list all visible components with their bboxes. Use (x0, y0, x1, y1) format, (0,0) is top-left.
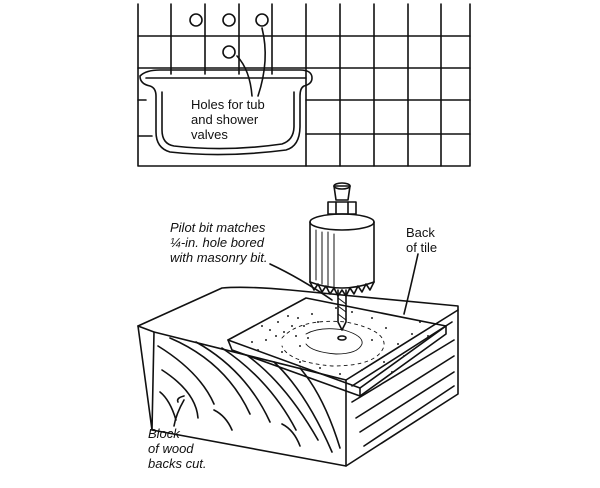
pilot-bit-label: Pilot bit matches ¼-in. hole bored with … (170, 220, 268, 265)
valve-holes-label: Holes for tub and shower valves (191, 97, 265, 142)
back-of-tile-label: Back of tile (406, 225, 438, 255)
bottom-callout-leaders (173, 253, 419, 427)
valve-callout-leaders (236, 27, 266, 97)
tile-dust-stipple (251, 307, 429, 375)
tile (227, 297, 447, 397)
bathtub (139, 69, 313, 156)
hole-saw (309, 182, 375, 341)
tile-wall (137, 3, 471, 167)
wood-block-label: Block of wood backs cut. (148, 426, 207, 471)
valve-holes (189, 13, 269, 59)
